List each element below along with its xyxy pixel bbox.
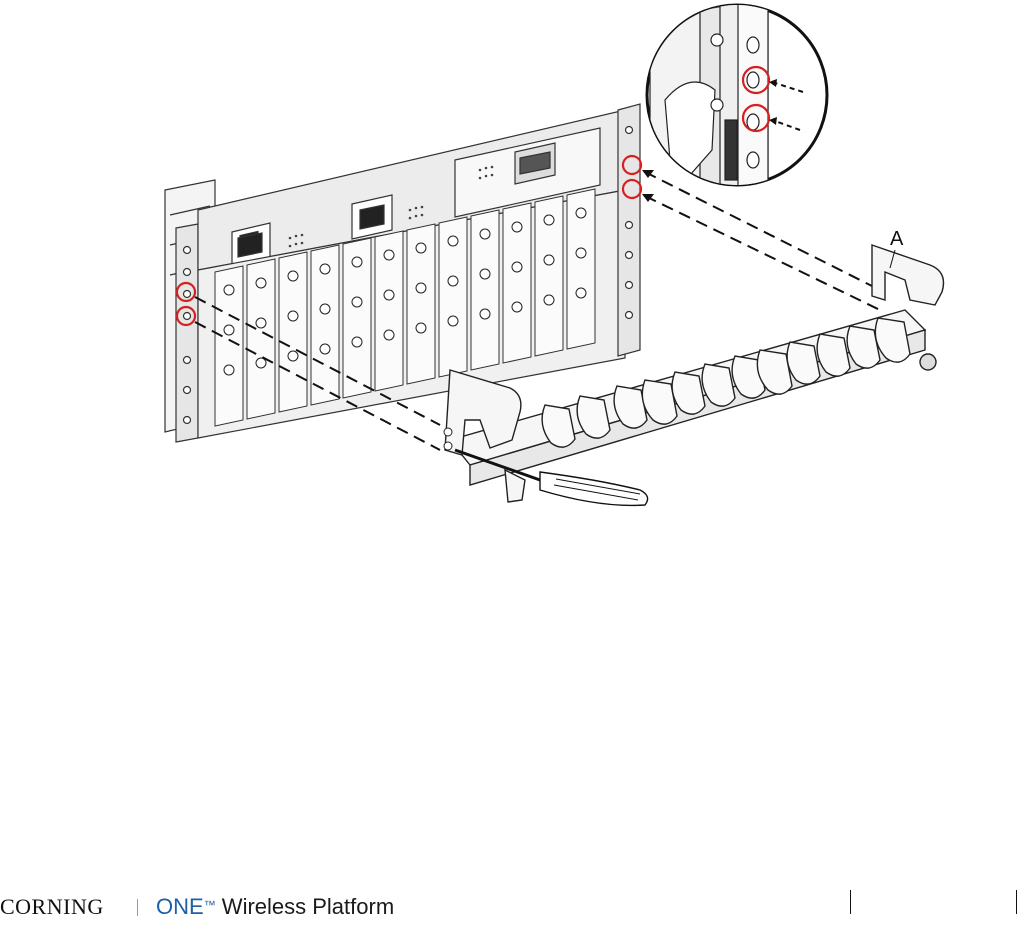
product-rest: Wireless Platform: [216, 894, 394, 919]
left-rack-ear: [176, 224, 198, 442]
right-rack-ear: [618, 104, 640, 356]
callout-label-a: A: [890, 228, 904, 250]
page-footer: CORNING ONE™ Wireless Platform: [0, 892, 1020, 922]
product-one: ONE: [156, 894, 204, 919]
trademark-symbol: ™: [204, 898, 216, 912]
footer-rule-left: [850, 890, 851, 914]
detail-zoom-view: [647, 0, 827, 200]
footer-rule-right: [1016, 890, 1017, 914]
installation-figure: A: [0, 0, 1020, 600]
corning-logo-text: CORNING: [0, 892, 104, 922]
product-name: ONE™ Wireless Platform: [156, 892, 394, 922]
footer-separator: [137, 899, 138, 916]
